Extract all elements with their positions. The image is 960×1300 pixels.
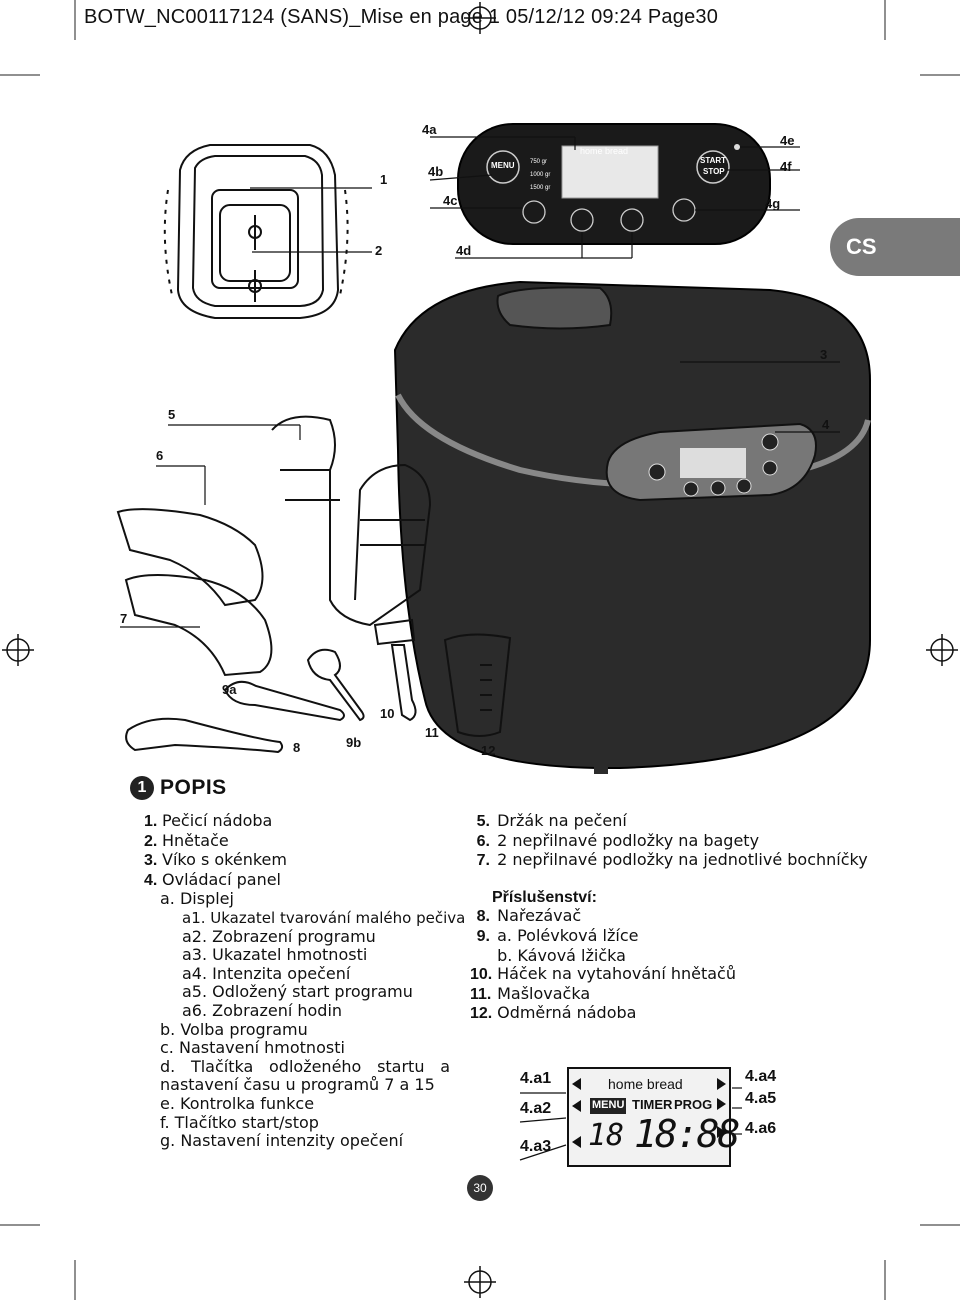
section-number: 1: [130, 776, 154, 800]
list-subitem: a2. Zobrazení programu: [182, 926, 376, 946]
baking-pan-drawing: [163, 144, 349, 319]
lcd-clock-digits: 18:88: [634, 1112, 740, 1156]
callout-8: 8: [293, 740, 301, 755]
language-tab: CS: [830, 218, 960, 276]
list-subitem: f. Tlačítko start/stop: [160, 1112, 319, 1132]
lcd-timer: TIMER: [632, 1097, 673, 1112]
list-subitem: a. Displej: [160, 889, 234, 909]
callout-6: 6: [156, 448, 164, 463]
panel-weight-1500: 1500 gr: [530, 185, 551, 191]
list-subitem: a1. Ukazatel tvarování malého pečiva: [182, 908, 466, 927]
panel-stop-label: STOP: [703, 167, 725, 176]
callout-11: 11: [425, 725, 439, 740]
bread-machine-drawing: [393, 280, 871, 774]
lcd-label-a3: 4.a3: [520, 1138, 552, 1155]
list-subitem: d. Tlačítka odloženého startu a nastaven…: [160, 1056, 450, 1095]
callout-10: 10: [380, 706, 395, 721]
registration-mark-right: [926, 634, 958, 666]
utensils-drawing: [125, 618, 512, 754]
registration-mark-left: [2, 634, 34, 666]
lcd-prog: PROG: [674, 1097, 713, 1112]
callout-4b: 4b: [428, 164, 444, 179]
list-subitem: g. Nastavení intenzity opečení: [160, 1131, 404, 1151]
lcd-label-a2: 4.a2: [520, 1100, 552, 1117]
list-subitem: a3. Ukazatel hmotnosti: [182, 945, 368, 965]
section-heading: 1 POPIS: [130, 776, 227, 800]
parts-list-left: 1.Pečicí nádoba 2.Hnětače 3.Víko s okénk…: [144, 811, 468, 1151]
callout-12: 12: [481, 743, 496, 758]
lcd-label-a6: 4.a6: [745, 1120, 777, 1137]
list-subitem: b. Volba programu: [160, 1019, 308, 1039]
parts-list-right: 5. Držák na pečení 6. 2 nepřilnavé podlo…: [470, 811, 910, 1024]
list-subitem: a4. Intenzita opečení: [182, 963, 351, 983]
list-item: 11. Mašlovačka: [470, 983, 591, 1003]
callout-4d: 4d: [456, 243, 472, 258]
list-item: 9. a. Polévková lžíce: [476, 925, 639, 945]
callout-4a: 4a: [422, 122, 437, 137]
callout-4: 4: [822, 417, 830, 432]
panel-menu-label: MENU: [491, 161, 515, 170]
lcd-label-a5: 4.a5: [745, 1090, 777, 1107]
callout-3: 3: [820, 347, 828, 362]
callout-9b: 9b: [346, 735, 362, 750]
list-item: 2.Hnětače: [144, 830, 229, 850]
callout-2: 2: [375, 243, 383, 258]
list-item: 4.Ovládací panel: [144, 869, 281, 889]
lcd-menu: MENU: [592, 1099, 625, 1111]
callout-9a: 9a: [222, 682, 237, 697]
list-subitem: c. Nastavení hmotnosti: [160, 1038, 345, 1058]
panel-weight-1000: 1000 gr: [530, 172, 551, 178]
callout-4g: 4g: [765, 196, 781, 211]
registration-mark-top: [464, 2, 496, 34]
panel-weight-750: 750 gr: [530, 159, 548, 165]
lcd-small-digits: 18: [588, 1118, 625, 1153]
section-title: POPIS: [160, 776, 227, 799]
list-item: 7. 2 nepřilnavé podložky na jednotlivé b…: [476, 850, 868, 870]
callout-4c: 4c: [443, 193, 458, 208]
list-subitem: e. Kontrolka funkce: [160, 1093, 315, 1113]
list-item: 1.Pečicí nádoba: [144, 811, 273, 830]
callout-4e: 4e: [780, 133, 795, 148]
baking-accessories-drawing: [116, 415, 432, 677]
list-item: b. Kávová lžička: [497, 945, 626, 965]
lcd-label-a1: 4.a1: [520, 1070, 552, 1087]
accessories-title: Příslušenství:: [492, 888, 597, 906]
list-subitem: a5. Odložený start programu: [182, 982, 413, 1002]
lcd-display-drawing: [567, 1067, 731, 1167]
list-item: 5. Držák na pečení: [476, 811, 627, 830]
callout-7: 7: [120, 611, 128, 626]
list-item: 8. Nařezávač: [476, 906, 582, 926]
lcd-brand: home bread: [608, 1076, 683, 1092]
callout-1: 1: [380, 172, 388, 187]
panel-leader-lines: [429, 136, 800, 259]
lcd-label-a4: 4.a4: [745, 1068, 777, 1085]
callout-4f: 4f: [780, 159, 792, 174]
control-panel-drawing: [457, 123, 771, 245]
page-number: 30: [467, 1175, 493, 1201]
panel-start-label: START: [700, 156, 727, 165]
list-item: 10. Háček na vytahování hnětačů: [470, 964, 736, 984]
list-subitem: a6. Zobrazení hodin: [182, 1000, 343, 1020]
list-item: 3.Víko s okénkem: [144, 850, 287, 870]
list-item: 12. Odměrná nádoba: [470, 1003, 637, 1023]
panel-brand: home bread: [580, 146, 629, 156]
print-slug: BOTW_NC00117124 (SANS)_Mise en page 1 05…: [84, 6, 719, 28]
callout-5: 5: [168, 407, 176, 422]
registration-mark-bottom: [464, 1266, 496, 1298]
list-item: 6. 2 nepřilnavé podložky na bagety: [476, 830, 760, 850]
